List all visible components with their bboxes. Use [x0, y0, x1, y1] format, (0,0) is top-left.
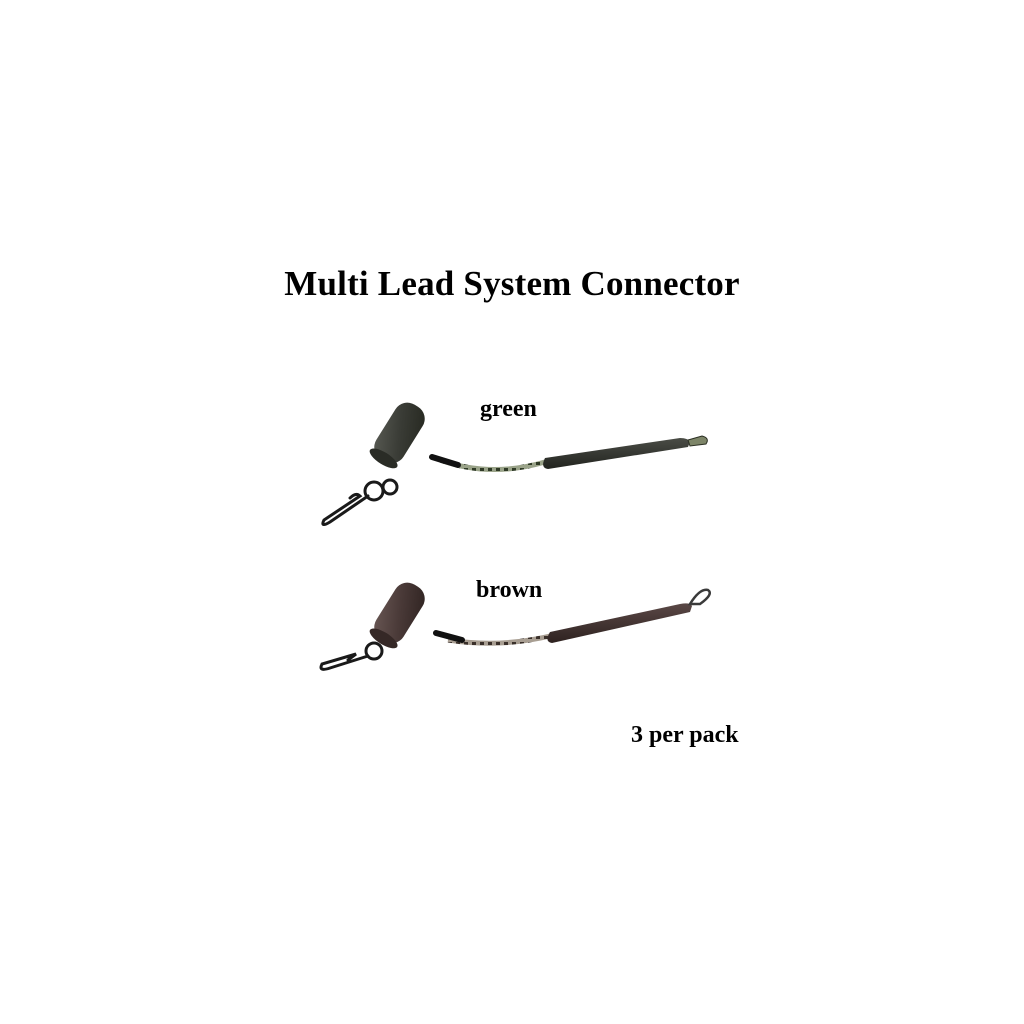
- variant-label-green: green: [480, 396, 537, 422]
- pack-quantity-note: 3 per pack: [631, 722, 739, 748]
- variant-label-brown: brown: [476, 577, 543, 603]
- product-title: Multi Lead System Connector: [284, 264, 740, 303]
